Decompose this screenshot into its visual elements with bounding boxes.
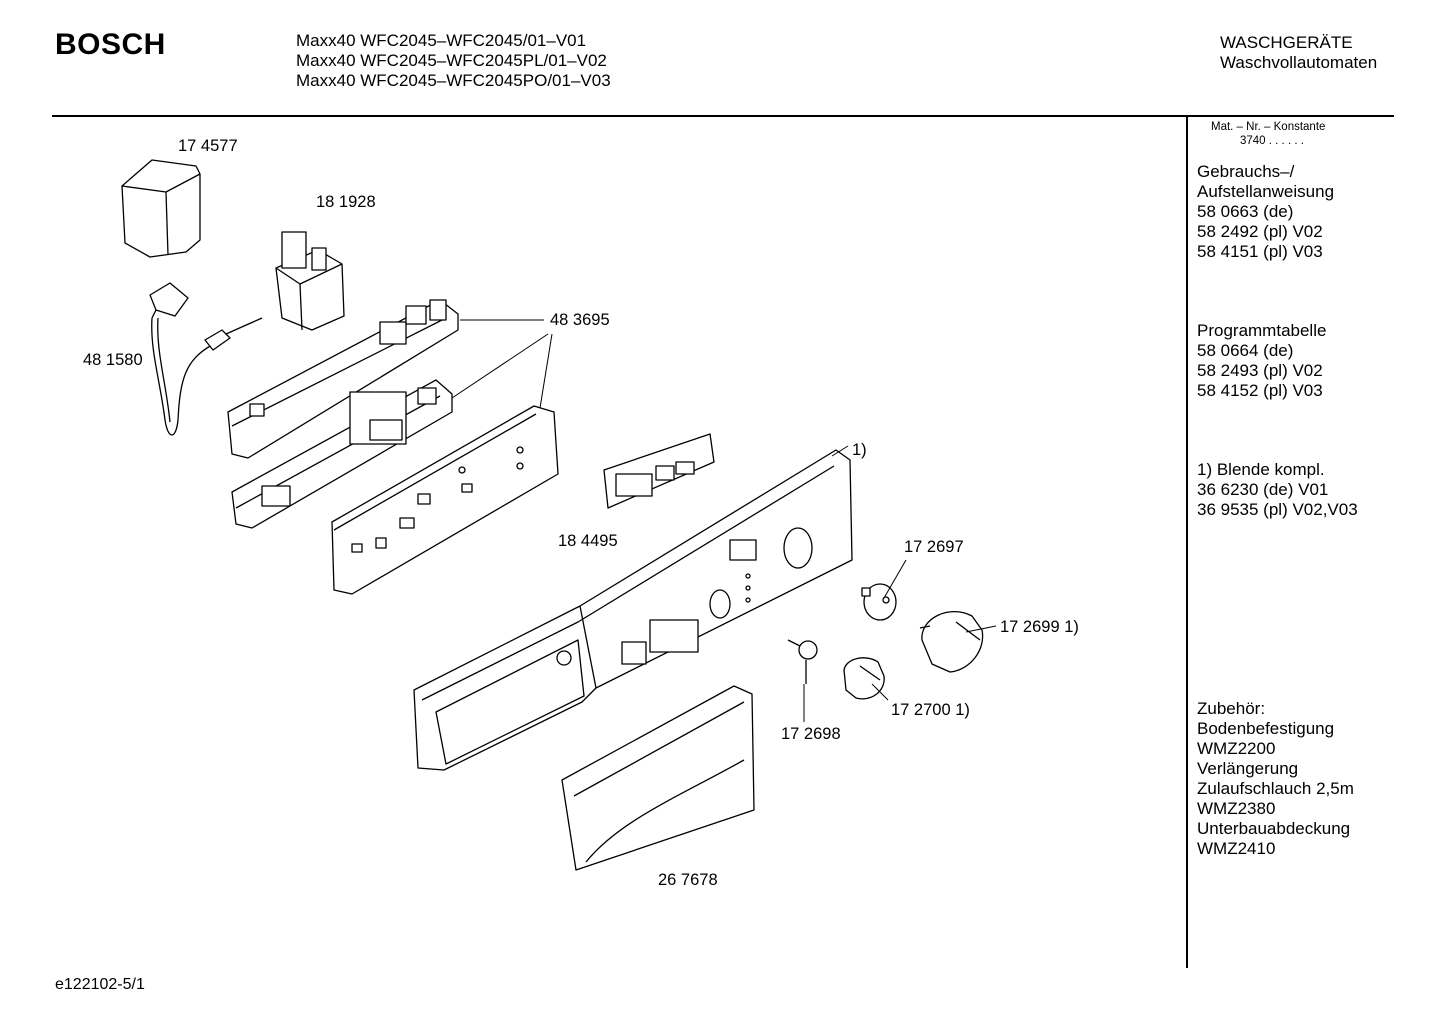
part-label: 48 1580 (83, 351, 143, 369)
program-line: 58 2493 (pl) V02 (1197, 361, 1323, 380)
display-board-part (603, 433, 715, 509)
control-circuit-board (331, 405, 559, 595)
control-panel-part (413, 449, 853, 771)
model-line: Maxx40 WFC2045–WFC2045PO/01–V03 (296, 71, 611, 90)
panel-line: 1) Blende kompl. (1197, 460, 1325, 479)
manual-line: 58 4151 (pl) V03 (1197, 242, 1323, 261)
category-subtitle: Waschvollautomaten (1220, 53, 1378, 72)
suppressor-part (275, 231, 345, 331)
small-knob-part (843, 657, 885, 700)
panel-block: 1) Blende kompl. 36 6230 (de) V01 36 953… (1197, 460, 1358, 520)
program-table-block: Programmtabelle 58 0664 (de) 58 2493 (pl… (1197, 321, 1326, 401)
header-divider (52, 115, 1394, 117)
part-label: 18 1928 (316, 193, 376, 211)
category-block: WASCHGERÄTE Waschvollautomaten (1220, 33, 1377, 73)
drawer-handle-part (561, 685, 755, 871)
part-label: 17 2699 1) (1000, 618, 1079, 636)
program-knob-part (919, 611, 984, 673)
accessory-line: Zubehör: (1197, 699, 1266, 718)
accessory-line: WMZ2380 (1197, 799, 1276, 818)
program-line: 58 0664 (de) (1197, 341, 1294, 360)
part-label: 1) (852, 441, 867, 459)
sidebar-divider (1186, 116, 1188, 968)
part-label: 17 4577 (178, 137, 238, 155)
control-module-housing (231, 379, 453, 529)
spindle-part (787, 639, 818, 684)
accessory-line: Unterbauabdeckung (1197, 819, 1351, 838)
control-module-rail (227, 299, 459, 459)
power-cord-part (149, 282, 263, 436)
material-value: 3740 . . . . . . (1240, 135, 1304, 147)
accessory-line: Verlängerung (1197, 759, 1299, 778)
material-constant: Mat. – Nr. – Konstante 3740 . . . . . . (1211, 120, 1325, 148)
model-list: Maxx40 WFC2045–WFC2045/01–V01 Maxx40 WFC… (296, 31, 611, 91)
accessory-line: WMZ2200 (1197, 739, 1276, 758)
accessory-line: Zulaufschlauch 2,5m (1197, 779, 1354, 798)
part-label: 17 2697 (904, 538, 964, 556)
category-title: WASCHGERÄTE (1220, 33, 1353, 52)
part-label: 17 2698 (781, 725, 841, 743)
manual-line: Aufstellanweisung (1197, 182, 1335, 201)
manual-block: Gebrauchs–/ Aufstellanweisung 58 0663 (d… (1197, 162, 1334, 262)
knob-disc-part (861, 583, 897, 621)
manual-line: 58 2492 (pl) V02 (1197, 222, 1323, 241)
leader-lines (451, 319, 997, 722)
panel-line: 36 9535 (pl) V02,V03 (1197, 500, 1358, 519)
accessories-block: Zubehör: Bodenbefestigung WMZ2200 Verlän… (1197, 699, 1354, 859)
program-line: 58 4152 (pl) V03 (1197, 381, 1323, 400)
part-label: 48 3695 (550, 311, 610, 329)
part-label: 26 7678 (658, 871, 718, 889)
accessory-line: Bodenbefestigung (1197, 719, 1335, 738)
material-title: Mat. – Nr. – Konstante (1211, 121, 1326, 133)
program-line: Programmtabelle (1197, 321, 1327, 340)
brand-logo: BOSCH (55, 28, 166, 61)
part-label: 18 4495 (558, 532, 618, 550)
model-line: Maxx40 WFC2045–WFC2045/01–V01 (296, 31, 587, 50)
panel-line: 36 6230 (de) V01 (1197, 480, 1329, 499)
drawing-code: e122102-5/1 (55, 976, 145, 993)
model-line: Maxx40 WFC2045–WFC2045PL/01–V02 (296, 51, 607, 70)
cap-part (121, 159, 201, 258)
manual-line: 58 0663 (de) (1197, 202, 1294, 221)
accessory-line: WMZ2410 (1197, 839, 1276, 858)
part-label: 17 2700 1) (891, 701, 970, 719)
exploded-parts-drawing (121, 159, 997, 871)
manual-line: Gebrauchs–/ (1197, 162, 1295, 181)
